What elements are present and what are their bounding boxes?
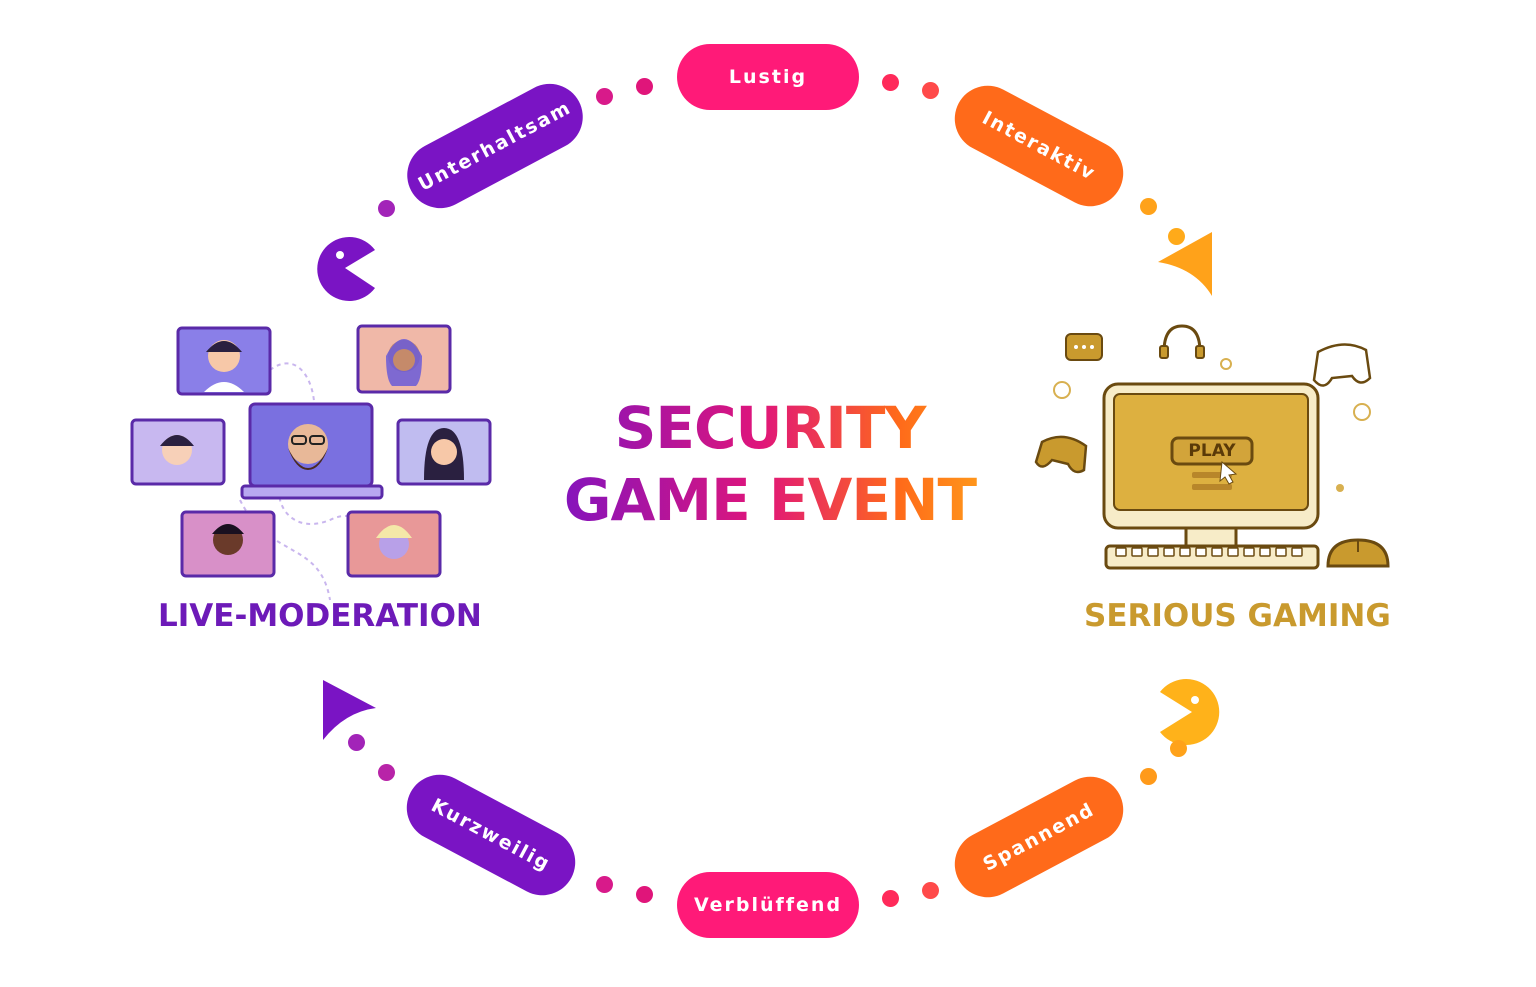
gaming-illustration <box>1034 324 1390 570</box>
pill-label: Lustig <box>728 66 808 88</box>
dot <box>348 734 365 751</box>
arrowhead-bottom-left-icon <box>323 680 376 740</box>
dot <box>1140 198 1157 215</box>
dot <box>378 200 395 217</box>
video-call-illustration <box>130 324 492 601</box>
dot <box>922 82 939 99</box>
pill-verblueffend: Verblüffend <box>677 872 859 938</box>
pacman-bottom-right-icon <box>1160 679 1220 745</box>
title-line-2: GAME EVENT <box>540 464 1000 536</box>
title-line-1: SECURITY <box>540 392 1000 464</box>
arrowhead-top-right-icon <box>1158 232 1212 296</box>
dot <box>636 78 653 95</box>
dot <box>922 882 939 899</box>
dot <box>1168 228 1185 245</box>
pill-label: Verblüffend <box>693 894 843 916</box>
label-live-moderation: LIVE-MODERATION <box>158 598 482 634</box>
dot <box>636 886 653 903</box>
dot <box>378 764 395 781</box>
pacman-top-left-icon <box>317 237 375 301</box>
dot <box>596 88 613 105</box>
dot <box>1140 768 1157 785</box>
monitor-play-text: PLAY <box>1188 441 1236 461</box>
pill-lustig: Lustig <box>677 44 859 110</box>
dot <box>882 890 899 907</box>
dot <box>882 74 899 91</box>
dot <box>596 876 613 893</box>
label-serious-gaming: SERIOUS GAMING <box>1084 598 1391 634</box>
dot <box>1170 740 1187 757</box>
